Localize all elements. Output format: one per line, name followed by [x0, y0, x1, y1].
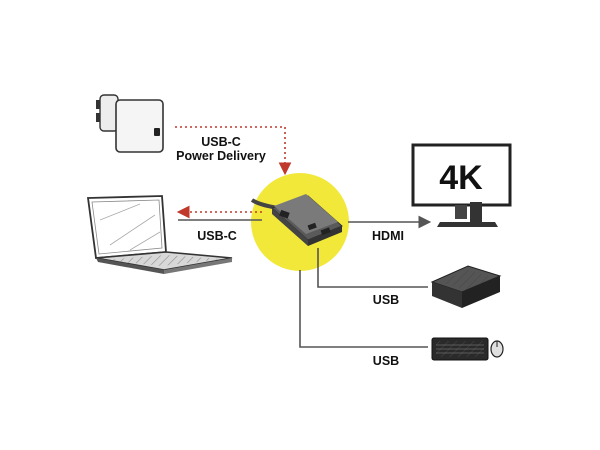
power-delivery-line — [175, 126, 292, 176]
power-label-line2: Power Delivery — [176, 149, 266, 163]
laptop-label: USB-C — [197, 229, 237, 243]
usb-keyboard-line — [299, 270, 428, 348]
power-adapter-icon — [96, 94, 164, 153]
usb-drive-line — [317, 248, 428, 288]
hdmi-label: HDMI — [372, 229, 404, 243]
monitor-icon: 4K — [411, 143, 512, 227]
laptop-icon — [86, 195, 233, 274]
usb-drive-label: USB — [373, 293, 399, 307]
power-label-line1: USB-C — [201, 135, 241, 149]
connection-lines — [175, 126, 432, 348]
keyboard-icon — [431, 337, 489, 361]
external-hdd-icon — [430, 265, 502, 308]
mouse-icon — [490, 340, 504, 358]
usb-c-hub-icon — [271, 194, 343, 246]
usb-keyboard-label: USB — [373, 354, 399, 368]
monitor-resolution-text: 4K — [439, 159, 483, 197]
